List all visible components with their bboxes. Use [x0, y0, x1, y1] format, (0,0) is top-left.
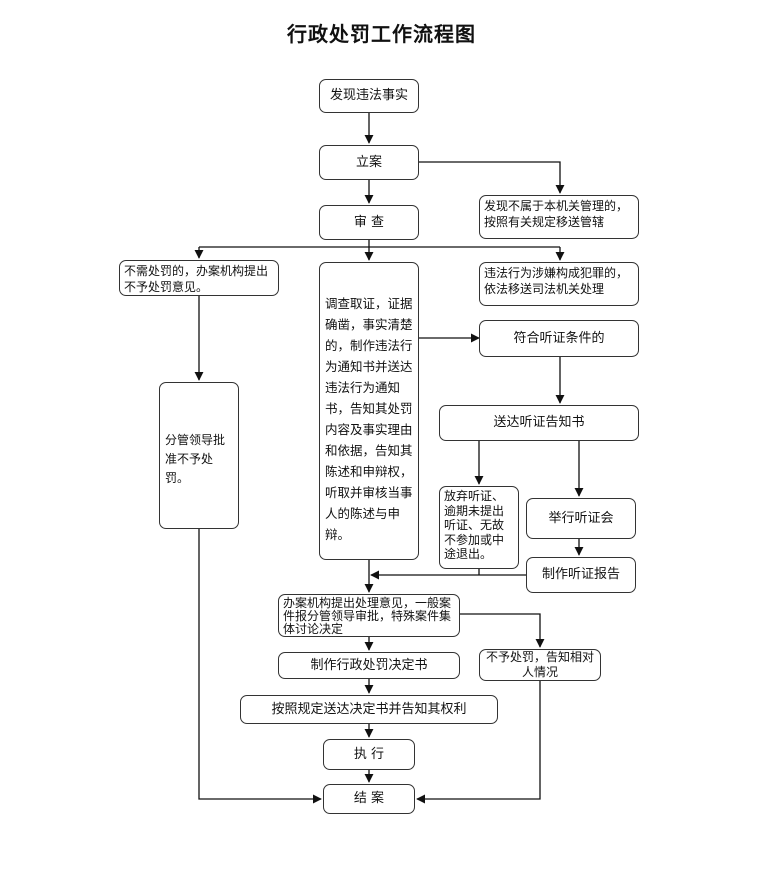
node-register: 立案 — [319, 145, 419, 180]
node-no-penalty-needed: 不需处罚的，办案机构提出不予处罚意见。 — [119, 260, 279, 296]
arrow-propose-to-no-penalty-notify — [460, 613, 545, 648]
node-investigate: 调查取证，证据确凿，事实清楚的，制作违法行为通知书并送达违法行为通知书，告知其处… — [319, 262, 419, 560]
arrow-no-penalty-notify-to-close — [416, 681, 541, 804]
page-title: 行政处罚工作流程图 — [287, 22, 476, 46]
node-crime-transfer: 违法行为涉嫌构成犯罪的，依法移送司法机关处理 — [479, 262, 639, 306]
node-execute: 执 行 — [323, 739, 415, 770]
node-propose-opinion: 办案机构提出处理意见，一般案件报分管领导审批，特殊案件集体讨论决定 — [278, 594, 460, 637]
node-hearing-notice: 送达听证告知书 — [439, 405, 639, 441]
node-not-jurisdiction: 发现不属于本机关管理的，按照有关规定移送管辖 — [479, 195, 639, 239]
node-leader-approve: 分管领导批准不予处罚。 — [159, 382, 239, 529]
node-deliver-decision: 按照规定送达决定书并告知其权利 — [240, 695, 498, 724]
node-hold-hearing: 举行听证会 — [526, 498, 636, 539]
node-waive-hearing: 放弃听证、逾期未提出听证、无故不参加或中途退出。 — [439, 486, 519, 569]
node-no-penalty-notify: 不予处罚，告知相对人情况 — [479, 649, 601, 681]
node-hearing-conditions: 符合听证条件的 — [479, 320, 639, 357]
node-discover: 发现违法事实 — [319, 79, 419, 113]
node-close-case: 结 案 — [323, 784, 415, 814]
node-hearing-report: 制作听证报告 — [526, 557, 636, 593]
node-review: 审 查 — [319, 205, 419, 240]
arrow-register-to-not-jurisdiction — [419, 161, 565, 194]
arrow-leader-to-close — [198, 529, 322, 804]
node-make-decision: 制作行政处罚决定书 — [278, 652, 460, 679]
